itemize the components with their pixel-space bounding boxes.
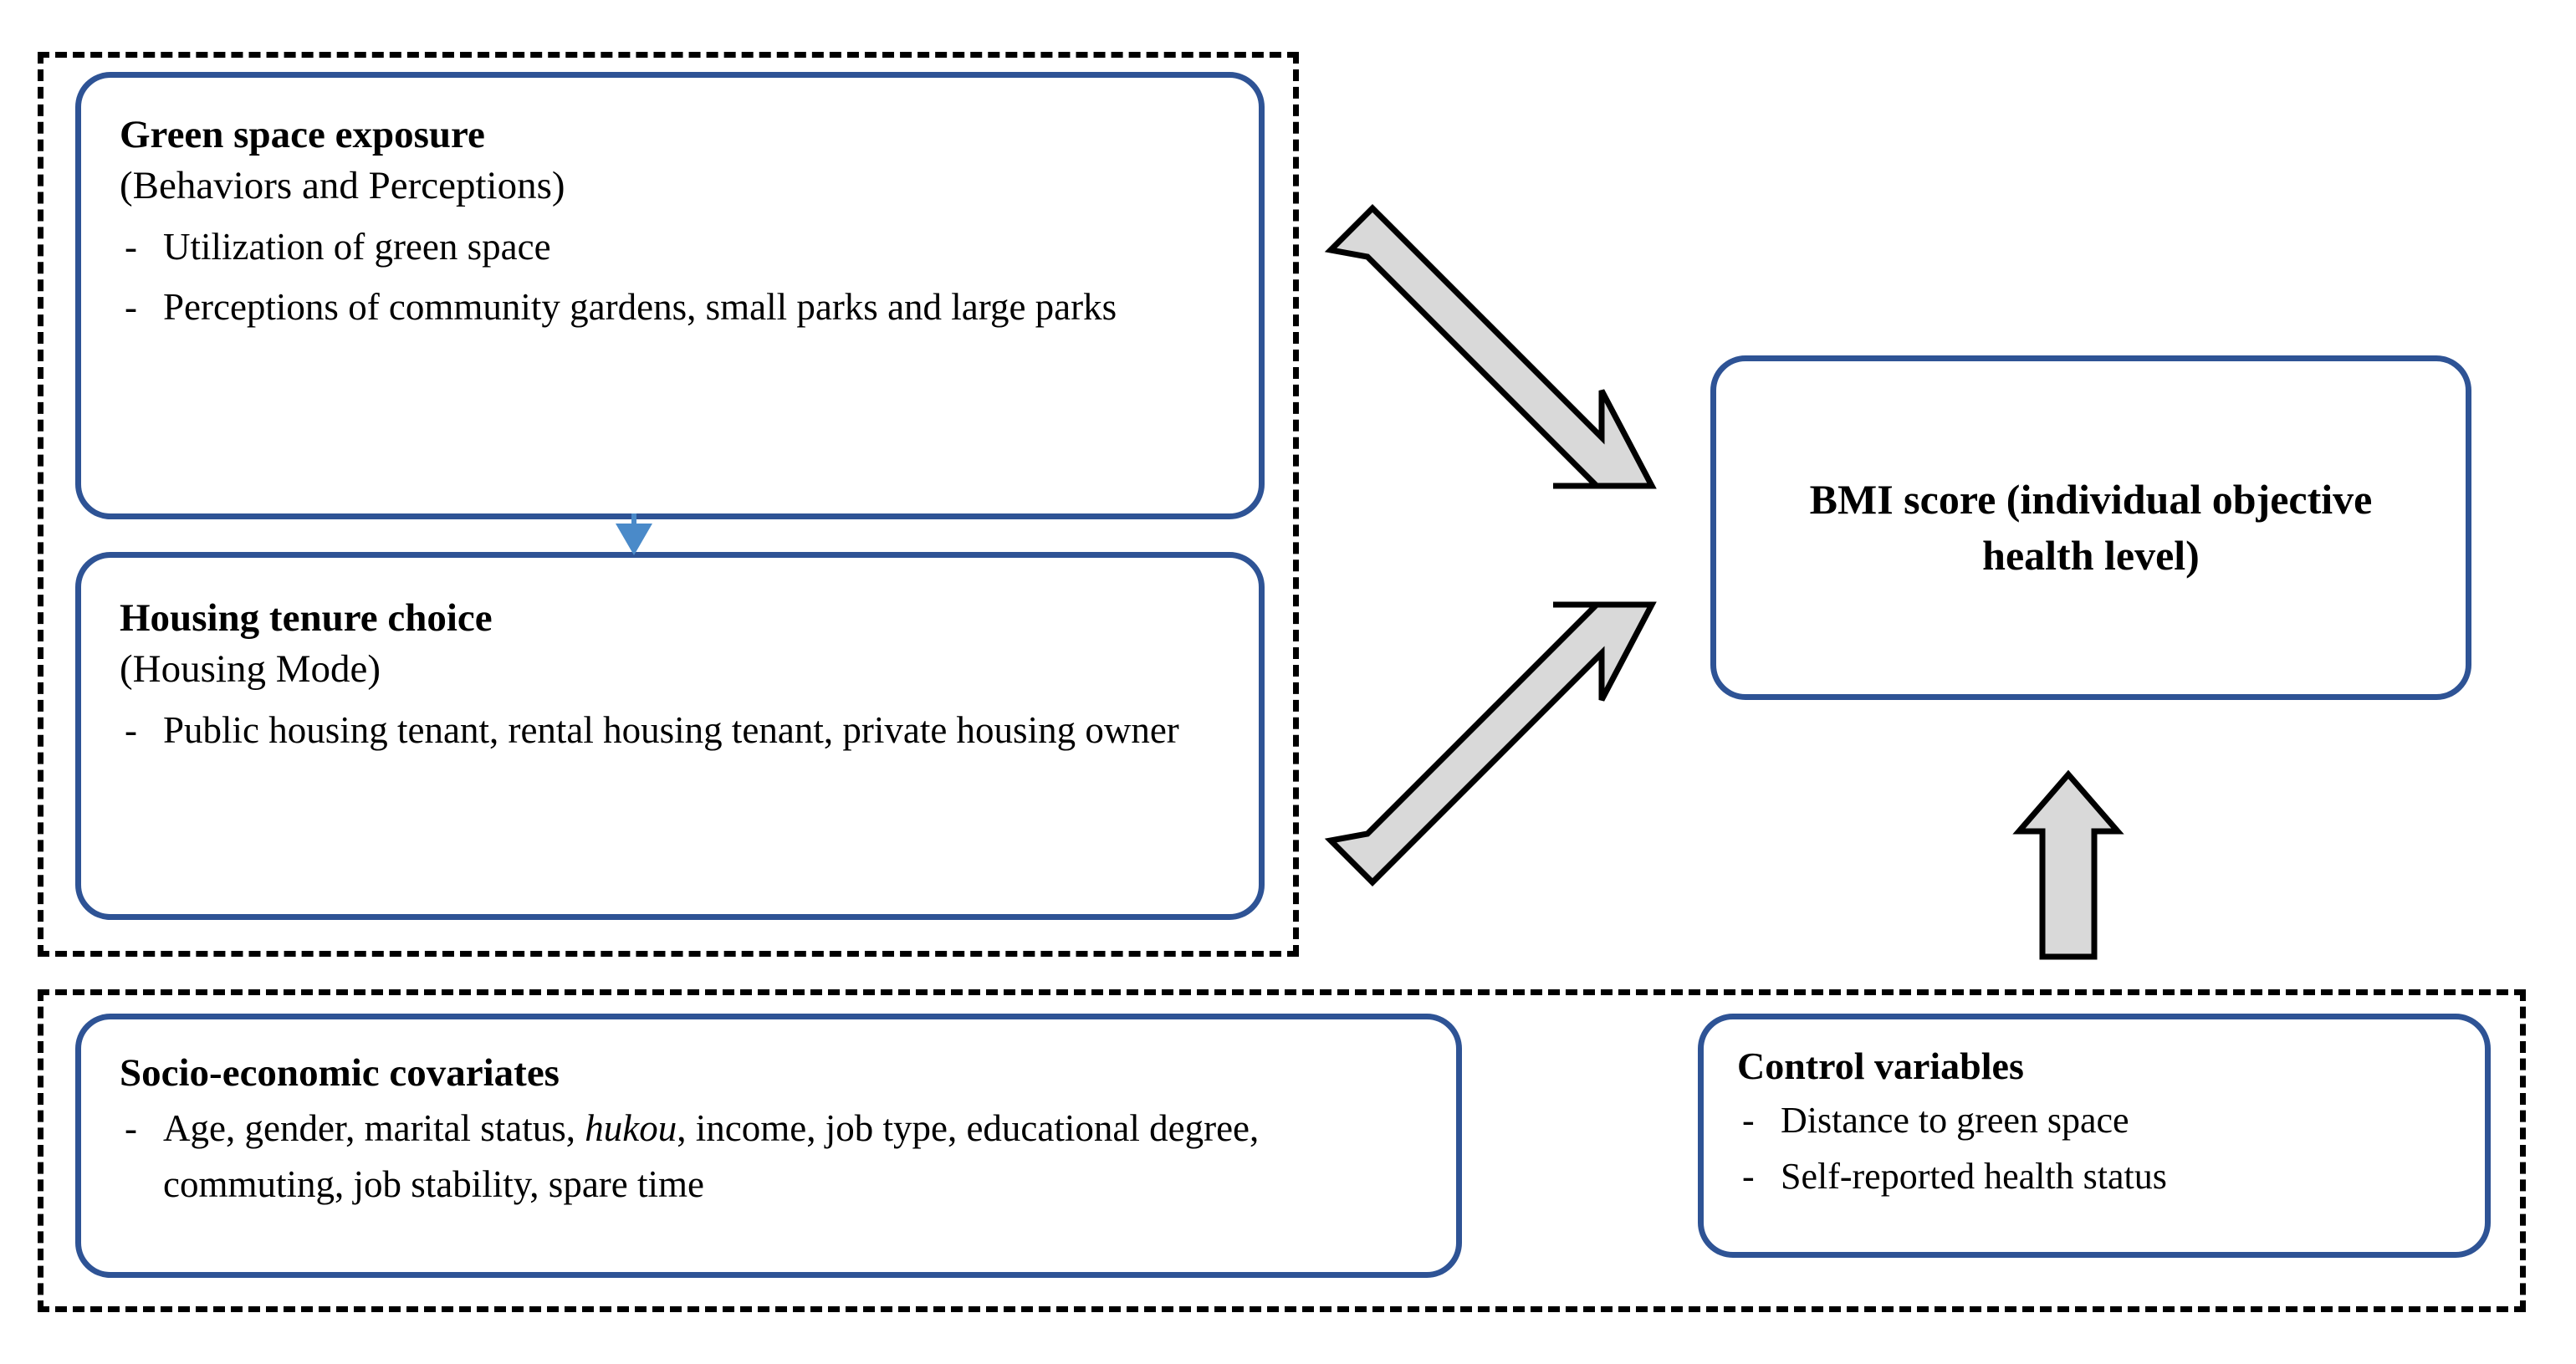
list-item-label: Distance to green space (1781, 1100, 2129, 1142)
green-space-subtitle: (Behaviors and Perceptions) (120, 164, 565, 208)
socio-economic-covariates-box[interactable]: Socio-economic covariates - Age, gender,… (75, 1014, 1462, 1278)
list-item: - Public housing tenant, rental housing … (120, 702, 1220, 759)
socio-bullet-list: - Age, gender, marital status, hukou, in… (120, 1101, 1418, 1212)
bullet-dash: - (125, 225, 137, 268)
list-item-label: Public housing tenant, rental housing te… (163, 708, 1179, 751)
socio-bullet-post: , income, job type, educational degree, … (163, 1107, 1260, 1205)
control-variables-box[interactable]: Control variables - Distance to green sp… (1698, 1014, 2491, 1258)
bullet-dash: - (1742, 1100, 1755, 1142)
control-to-bmi-arrow-icon (2012, 769, 2124, 960)
list-item: - Self-reported health status (1737, 1149, 2451, 1203)
green-space-to-housing-arrow-icon (616, 513, 652, 555)
green-space-exposure-box[interactable]: Green space exposure (Behaviors and Perc… (75, 72, 1265, 519)
covariates-and-controls-group (38, 989, 2526, 1312)
housing-bullet-list: - Public housing tenant, rental housing … (120, 702, 1220, 759)
bmi-score-box[interactable]: BMI score (individual objective health l… (1710, 355, 2471, 700)
socio-bullet-pre: Age, gender, marital status, (163, 1107, 585, 1150)
bullet-dash: - (1742, 1156, 1755, 1198)
list-item: - Age, gender, marital status, hukou, in… (120, 1101, 1418, 1212)
bullet-dash: - (125, 286, 137, 329)
list-item: - Distance to green space (1737, 1093, 2451, 1147)
list-item-label: Utilization of green space (163, 225, 551, 268)
list-item: - Perceptions of community gardens, smal… (120, 279, 1220, 335)
green-space-and-housing-group (38, 52, 1299, 957)
bullet-dash: - (125, 1107, 137, 1150)
housing-subtitle: (Housing Mode) (120, 647, 381, 692)
list-item: - Utilization of green space (120, 219, 1220, 275)
housing-to-bmi-arrow-icon (1324, 601, 1657, 886)
green-space-title: Green space exposure (120, 113, 485, 156)
control-bullet-list: - Distance to green space - Self-reporte… (1737, 1093, 2451, 1203)
socio-title: Socio-economic covariates (120, 1051, 560, 1095)
socio-bullet-italic: hukou (585, 1107, 677, 1150)
green-space-to-bmi-arrow-icon (1324, 204, 1657, 489)
green-space-bullet-list: - Utilization of green space - Perceptio… (120, 219, 1220, 335)
list-item-label: Self-reported health status (1781, 1156, 2167, 1198)
list-item-label: Perceptions of community gardens, small … (163, 286, 1117, 329)
bullet-dash: - (125, 708, 137, 751)
housing-title: Housing tenure choice (120, 596, 493, 640)
housing-tenure-choice-box[interactable]: Housing tenure choice (Housing Mode) - P… (75, 552, 1265, 920)
bmi-score-label: BMI score (individual objective health l… (1809, 476, 2373, 579)
control-title: Control variables (1737, 1045, 2024, 1087)
